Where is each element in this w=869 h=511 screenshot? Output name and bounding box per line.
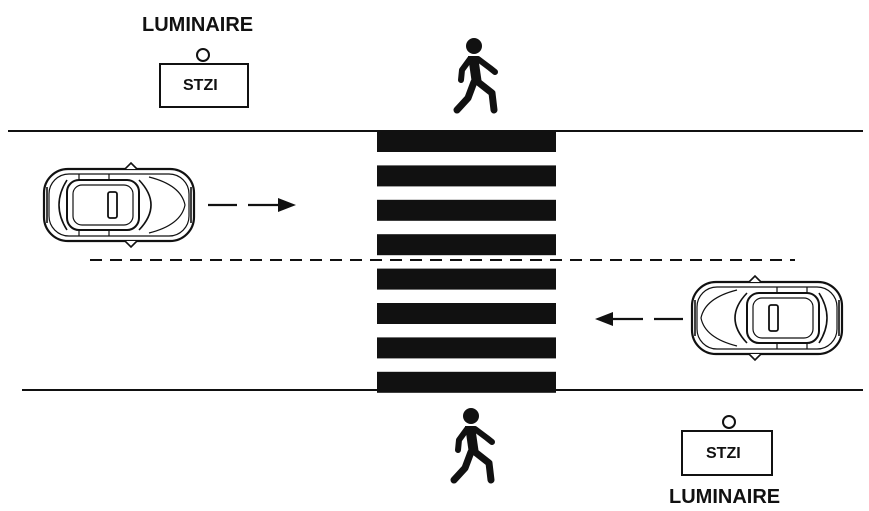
lamp-icon (722, 415, 736, 429)
pedestrian-icon (457, 38, 495, 110)
crosswalk-stripe (377, 371, 556, 393)
crosswalk (377, 131, 556, 393)
crosswalk-stripe (377, 131, 556, 152)
arrow-icon (595, 312, 683, 326)
luminaire-bottom-right (681, 415, 773, 476)
luminaire-title: LUMINAIRE (669, 486, 781, 508)
luminaire-box-label: STZI (183, 77, 218, 94)
pedestrian-icon (454, 408, 492, 480)
crosswalk-stripe (377, 337, 556, 359)
crosswalk-stripe (377, 234, 556, 256)
luminaire-box (159, 63, 249, 108)
luminaire-title: LUMINAIRE (142, 14, 254, 36)
arrow-icon (208, 198, 296, 212)
crosswalk-stripe (377, 303, 556, 324)
car-icon (690, 274, 844, 362)
crosswalk-stripe (377, 199, 556, 221)
luminaire-box-label: STZI (706, 445, 741, 462)
crosswalk-stripe (377, 165, 556, 187)
car-icon (42, 161, 196, 249)
luminaire-top-left (159, 48, 249, 108)
lamp-icon (196, 48, 210, 62)
luminaire-box (681, 430, 773, 476)
crosswalk-stripe (377, 268, 556, 290)
